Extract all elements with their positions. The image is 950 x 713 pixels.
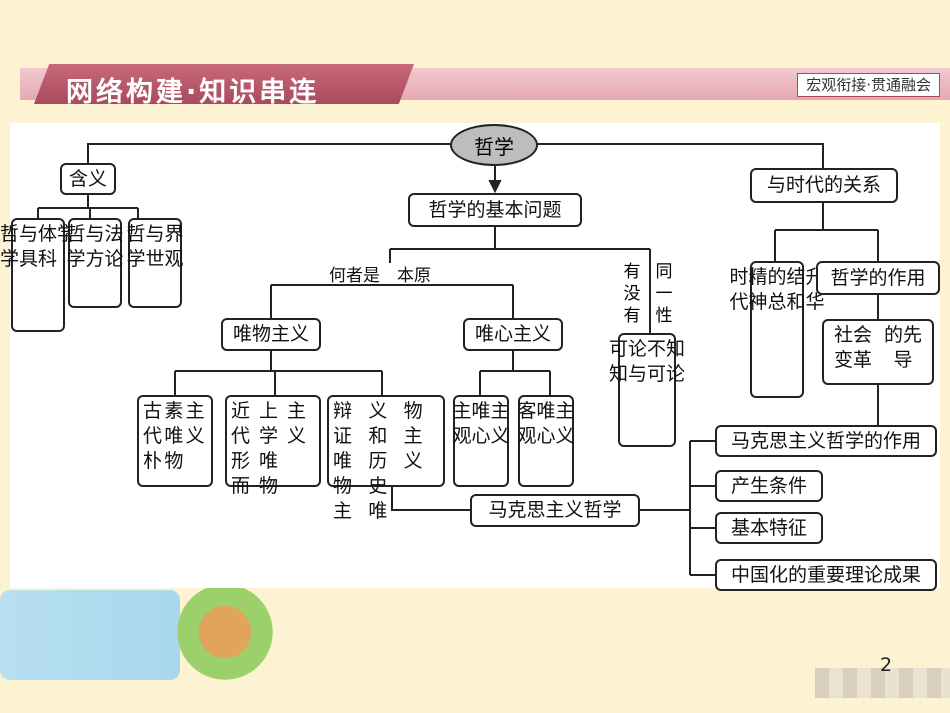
idealism-item-1: 主观唯心主义 — [452, 395, 510, 487]
label-identity: 同一性 — [655, 262, 673, 326]
meaning-item-2: 哲学与方法论 — [66, 218, 124, 308]
page-number: 2 — [880, 654, 893, 676]
materialism-node: 唯物主义 — [221, 318, 321, 351]
materialism-item-1: 古代朴素唯物主义 — [137, 395, 213, 487]
idealism-node: 唯心主义 — [463, 318, 563, 351]
banner-title: 网络构建·知识串连 — [66, 77, 320, 108]
section-banner: 网络构建·知识串连 宏观衔接·贯通融会 — [20, 64, 950, 108]
marxist-item-achievements: 中国化的重要理论成果 — [715, 559, 937, 591]
banner-tab — [34, 64, 414, 104]
meaning-node: 含义 — [60, 163, 116, 195]
knowability-node: 可知论与不可知论 — [609, 333, 685, 447]
banner-subtitle: 宏观衔接·贯通融会 — [797, 73, 940, 97]
marxist-item-conditions: 产生条件 — [715, 470, 823, 502]
times-essence-node: 时代精神的总结和升华 — [729, 261, 825, 398]
idealism-item-2: 客观唯心主义 — [517, 395, 575, 487]
basic-question-node: 哲学的基本问题 — [408, 193, 582, 227]
materialism-item-3: 辩证唯物主义和历史唯物主义 — [327, 395, 445, 522]
connector-lines — [37, 143, 879, 576]
root-node: 哲学 — [450, 124, 538, 166]
social-change-node: 社会变革的先导 — [822, 319, 934, 385]
label-whether: 有没有 — [623, 262, 641, 326]
materialism-item-2: 近代形而上学唯物主义 — [225, 395, 321, 497]
marxist-philosophy-node: 马克思主义哲学 — [470, 494, 640, 527]
label-which-first: 何者是 — [329, 266, 380, 286]
philosophy-role-node: 哲学的作用 — [816, 261, 940, 295]
decorative-image — [0, 590, 180, 680]
concept-map: 哲学 含义 哲学与具体科学 哲学与方法论 哲学与世界观 哲学的基本问题 何者是 … — [0, 123, 940, 591]
meaning-item-3: 哲学与世界观 — [126, 218, 184, 308]
decorative-strip — [815, 668, 950, 698]
times-relation-node: 与时代的关系 — [750, 168, 898, 203]
marxist-item-features: 基本特征 — [715, 512, 823, 544]
marxist-item-role: 马克思主义哲学的作用 — [715, 425, 937, 457]
meaning-item-1: 哲学与具体科学 — [0, 218, 76, 332]
decorative-figure — [170, 588, 280, 698]
label-origin: 本原 — [397, 266, 431, 286]
